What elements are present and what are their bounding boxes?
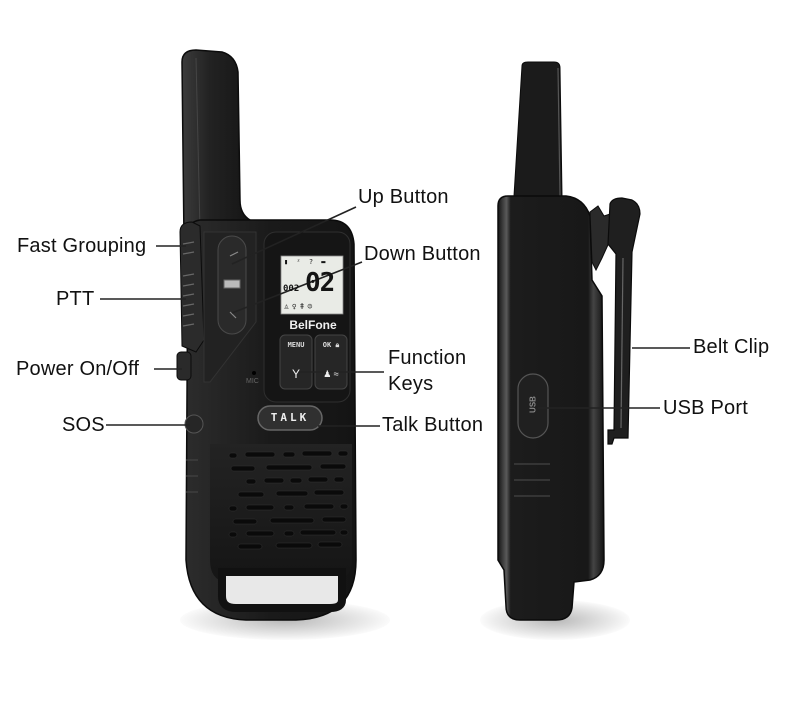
menu-key-label: MENU bbox=[287, 341, 305, 349]
lcd-status-row: ▮ ᶻ ? ▬ bbox=[284, 258, 328, 266]
usb-port-label: USB bbox=[528, 396, 538, 413]
lcd-display: ▮ ᶻ ? ▬ 002 02 ♙♀ǂ☺ bbox=[281, 256, 343, 314]
callout-function-keys: Function Keys bbox=[388, 347, 467, 395]
lcd-subcode: 002 bbox=[283, 284, 300, 294]
lock-icon: 🔒︎ bbox=[335, 341, 340, 349]
callout-fast-grouping: Fast Grouping bbox=[17, 235, 147, 257]
front-radio bbox=[176, 49, 357, 621]
ok-key-label: OK 🔒︎ bbox=[322, 341, 340, 349]
talk-button[interactable]: TALK bbox=[270, 411, 310, 424]
leader-lines bbox=[100, 206, 690, 427]
callout-down-button: Down Button bbox=[364, 243, 481, 265]
callout-talk-button: Talk Button bbox=[382, 414, 484, 436]
callout-belt-clip: Belt Clip bbox=[693, 336, 770, 358]
callout-sos: SOS bbox=[62, 414, 105, 436]
callout-up-button: Up Button bbox=[358, 186, 449, 208]
lcd-channel: 02 bbox=[305, 268, 335, 298]
brand-logo: BelFone bbox=[289, 318, 337, 332]
callout-ptt: PTT bbox=[56, 288, 95, 310]
side-radio bbox=[497, 61, 641, 621]
callout-power: Power On/Off bbox=[16, 358, 140, 380]
ok-key[interactable]: OK 🔒︎ ♟ ≈ bbox=[315, 335, 347, 389]
alarm-vibrate-icon: ♟ ≈ bbox=[323, 369, 339, 379]
lcd-bottom-icons: ♙♀ǂ☺ bbox=[284, 302, 316, 311]
callout-usb-port: USB Port bbox=[663, 397, 748, 419]
flashlight-icon: Y bbox=[291, 367, 300, 381]
mic-label: MIC bbox=[246, 378, 259, 385]
menu-key[interactable]: MENU Y bbox=[280, 335, 312, 389]
